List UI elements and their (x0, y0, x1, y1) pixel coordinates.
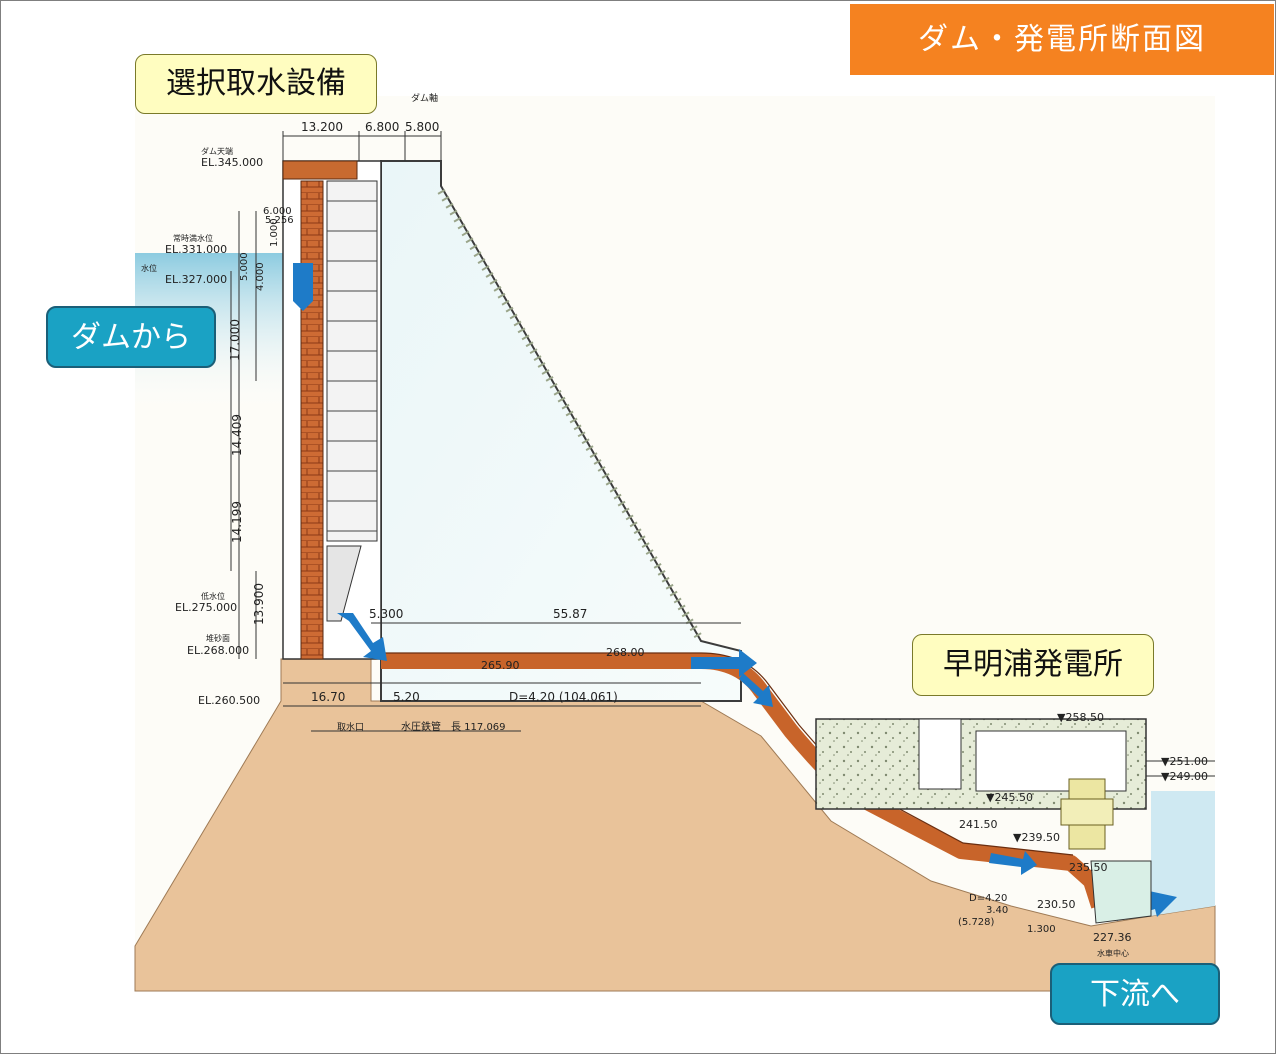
dim-13200: 13.200 (301, 120, 343, 134)
gate-panels (327, 200, 377, 532)
crest-el: EL.345.000 (201, 156, 263, 169)
dam-body (380, 160, 742, 702)
vdim: 5.000 (239, 252, 250, 281)
intake-bellmouth (326, 545, 362, 622)
dam-gravel-edge (437, 188, 705, 644)
flow-arrow (691, 649, 757, 677)
callout-power-station: 早明浦発電所 (912, 634, 1154, 696)
dim-55-87: 55.87 (553, 607, 587, 621)
low-name: 低水位 (201, 591, 225, 601)
vdim: 4.000 (255, 262, 266, 291)
plant-level: 235.50 (1069, 861, 1108, 874)
sand-name: 堆砂面 (206, 633, 230, 643)
dim-5-20: 5.20 (393, 690, 420, 704)
plant-dim: D=4.20 (969, 893, 1007, 904)
plant-level: 241.50 (959, 818, 998, 831)
intake-shaft (300, 180, 324, 660)
plant-level: ▼251.00 (1161, 755, 1208, 768)
intake-name: 取水口 (337, 721, 364, 733)
tailrace-channel (1090, 860, 1152, 924)
plant-level: ▼245.50 (986, 791, 1033, 804)
flow-arrow (739, 673, 773, 707)
plant-level: ▼249.00 (1161, 770, 1208, 783)
water-level-2: 268.00 (606, 646, 645, 659)
sand-el: EL.268.000 (187, 644, 249, 657)
vdim: 1.000 (269, 218, 280, 247)
vdim: 14.199 (230, 501, 244, 543)
dim-6000: 6.000 (263, 206, 292, 217)
dim-5300: 5.300 (369, 607, 403, 621)
powerhouse-room (918, 718, 962, 790)
base-el: EL.260.500 (198, 694, 260, 707)
dim-5800: 5.800 (405, 120, 439, 134)
callout-intake-facility: 選択取水設備 (135, 54, 377, 114)
plant-level: 230.50 (1037, 898, 1076, 911)
plant-dim: (5.728) (958, 917, 995, 928)
dim-16-70: 16.70 (311, 690, 345, 704)
low-el: EL.275.000 (175, 601, 237, 614)
water-name: 水位 (141, 263, 157, 273)
pipe-diameter: D=4.20 (104.061) (509, 690, 618, 704)
plant-dim: 1.300 (1027, 924, 1056, 935)
plant-level: ▼258.50 (1057, 711, 1104, 724)
water-el: EL.327.000 (165, 273, 227, 286)
vdim: 5.256 (265, 215, 294, 226)
plant-dim: 3.40 (986, 905, 1008, 916)
dim-6800: 6.800 (365, 120, 399, 134)
diagram-title: ダム・発電所断面図 (850, 4, 1274, 75)
flood-name: 常時満水位 (173, 233, 213, 243)
tailrace-water (1151, 791, 1215, 916)
turbine-center: 水車中心 (1097, 948, 1129, 958)
dam-axis-label: ダム軸 (411, 92, 438, 104)
water-level-1: 265.90 (481, 659, 520, 672)
penstock-name: 水圧鉄管 長 117.069 (401, 720, 506, 733)
flood-el: EL.331.000 (165, 243, 227, 256)
intake-gate-frame (326, 180, 378, 542)
vdim: 14.409 (230, 414, 244, 456)
dimension-lines (230, 131, 1215, 777)
plant-level: 227.36 (1093, 931, 1132, 944)
generator-head (1060, 798, 1114, 826)
callout-downstream: 下流へ (1050, 963, 1220, 1025)
crest-name: ダム天端 (201, 146, 233, 156)
tower-crest (282, 160, 358, 180)
flow-arrow (293, 263, 313, 311)
plant-level: ▼239.50 (1013, 831, 1060, 844)
flow-arrow (989, 851, 1037, 875)
flow-arrow (337, 613, 387, 661)
callout-from-dam: ダムから (46, 306, 216, 368)
vdim: 13.900 (252, 583, 266, 625)
vdim: 17.000 (228, 319, 242, 361)
